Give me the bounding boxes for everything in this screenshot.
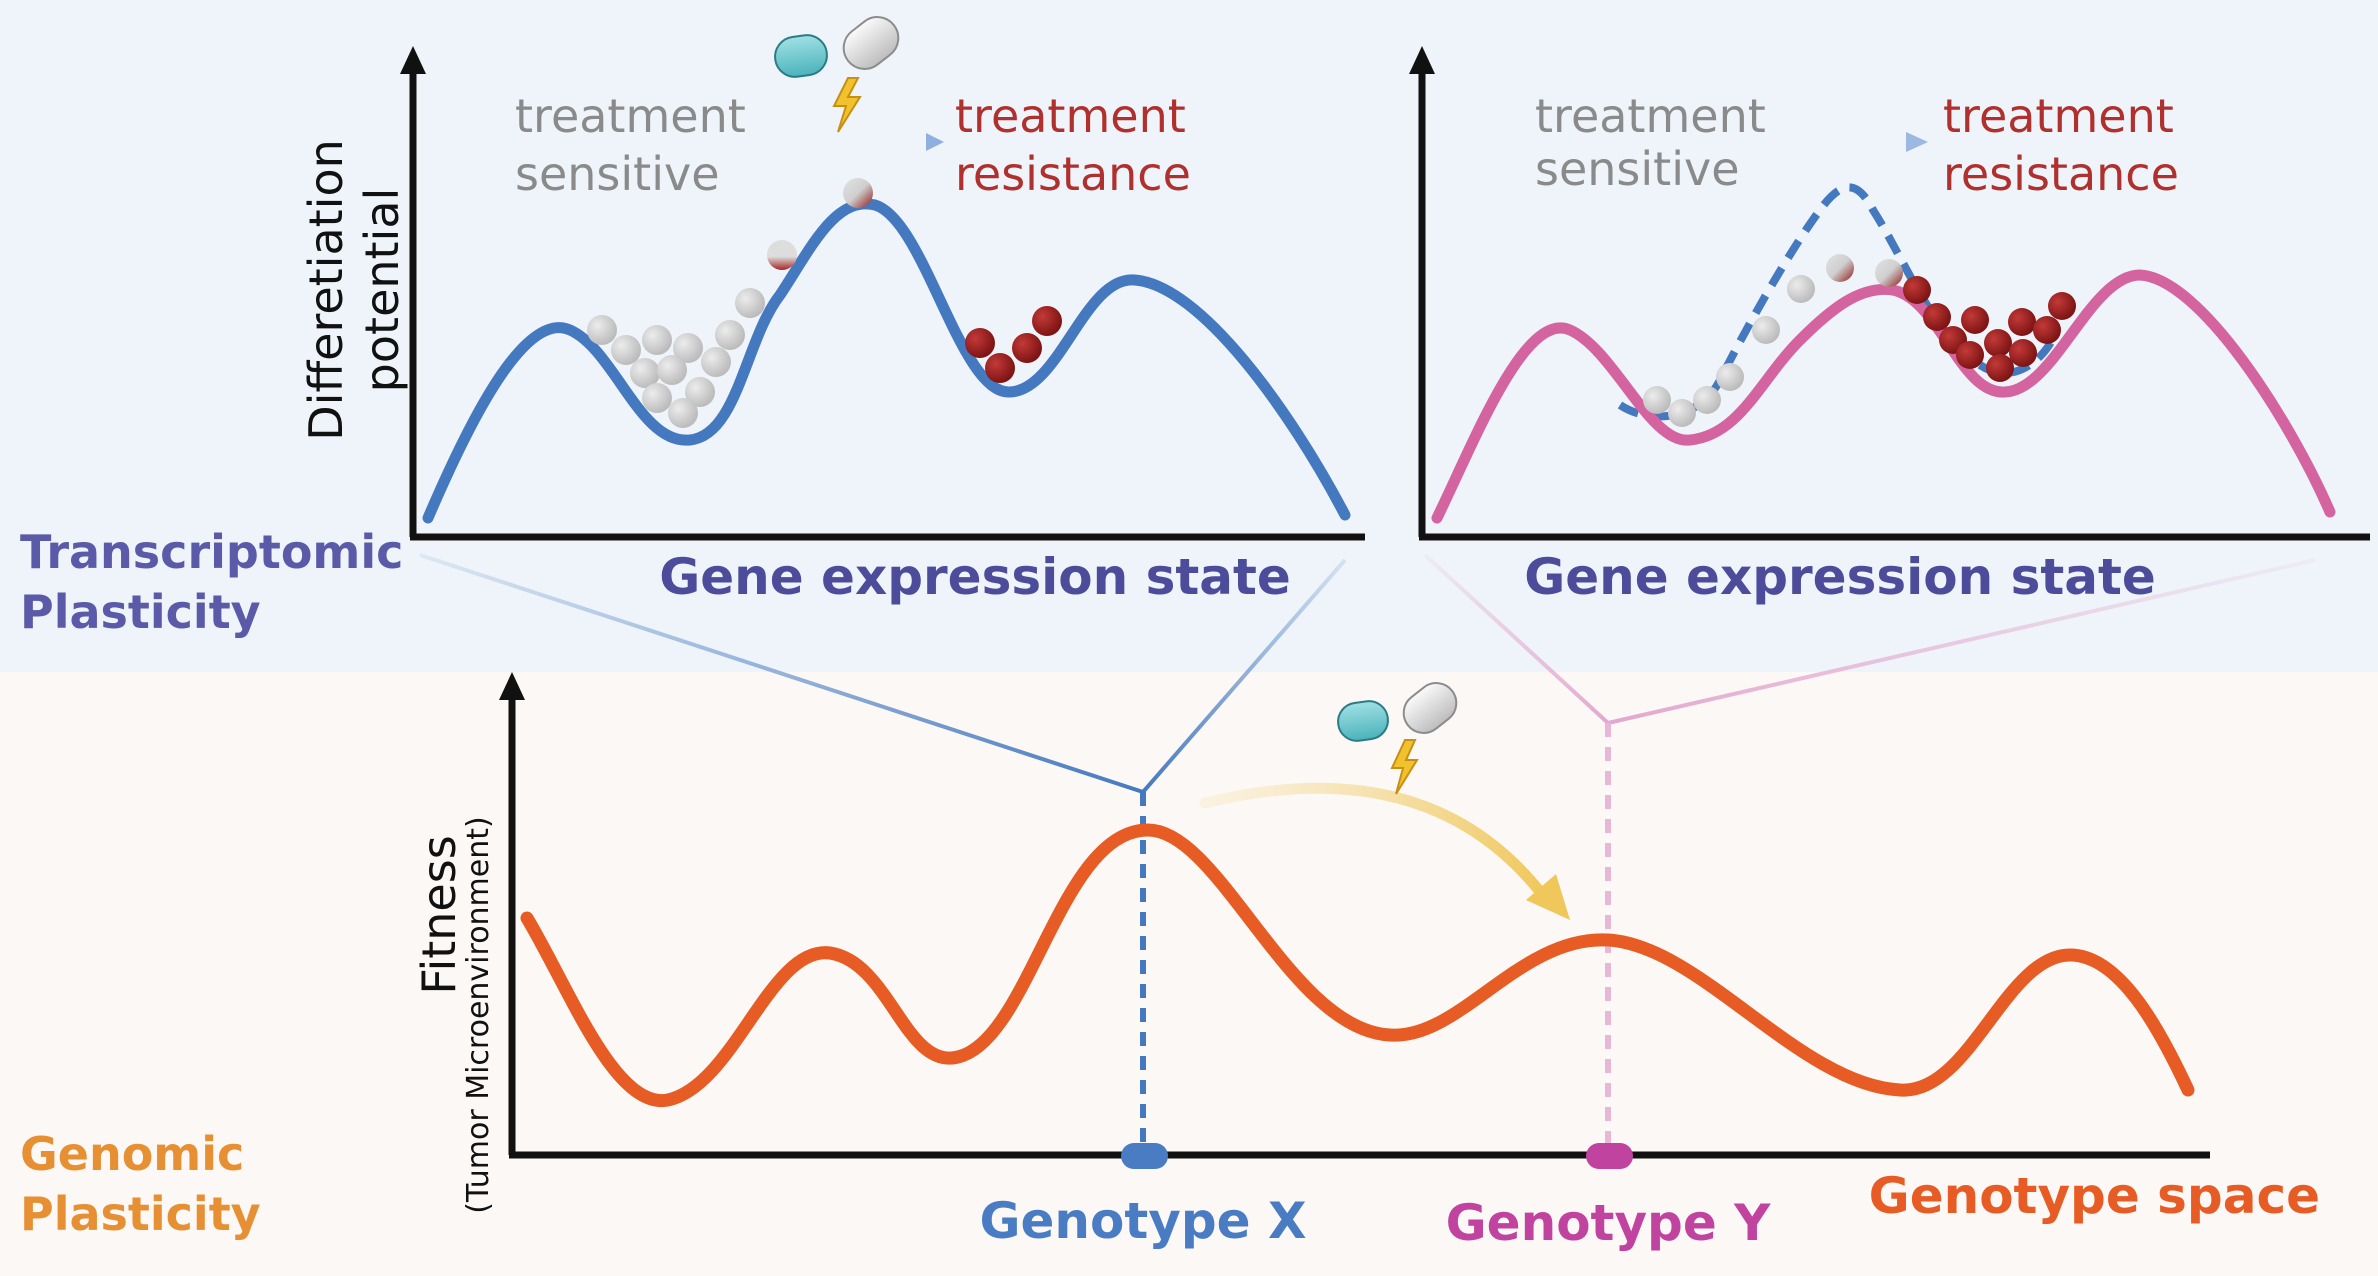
transcriptomic-label-2: Plasticity (20, 585, 261, 639)
right-x-axis-label: Gene expression state (1524, 548, 2156, 606)
genomic-label-2: Plasticity (20, 1187, 261, 1241)
left-resistance-label-2: resistance (955, 147, 1191, 201)
left-x-axis-label: Gene expression state (659, 548, 1291, 606)
transitioning-cell (1826, 254, 1854, 282)
right-resistance-label-2: resistance (1943, 147, 2179, 201)
right-resistance-label-1: treatment (1943, 89, 2174, 143)
left-resistant-cells (965, 306, 1062, 383)
right-panel-y-arrow (1409, 46, 1435, 74)
right-resistant-cells (1903, 276, 2076, 382)
blue-connector-left (419, 553, 1144, 794)
fitness-y-axis-sublabel: (Tumor Microenvironment) (461, 816, 496, 1213)
blue-connector-right (1141, 558, 1347, 794)
pink-connector-right (1607, 558, 2316, 725)
pill-icon (774, 16, 900, 133)
left-panel-y-arrow (400, 46, 426, 74)
right-landscape-panel: treatment sensitive treatment resistance… (1409, 46, 2370, 606)
genotype-transition-arrow (1199, 782, 1551, 904)
genotype-y-marker (1586, 1143, 1633, 1169)
fitness-y-arrow (499, 672, 525, 700)
genomic-background (0, 672, 2378, 1276)
right-sensitive-label-1: treatment (1535, 89, 1766, 143)
left-sensitive-label-2: sensitive (515, 147, 720, 201)
fitness-y-axis-label: Fitness (412, 835, 466, 994)
left-y-axis-label-2: potential (355, 188, 409, 393)
right-sensitive-label-2: sensitive (1535, 142, 1740, 196)
left-sensitive-cells (587, 288, 765, 428)
left-y-axis-label-1: Differetiation (299, 139, 353, 441)
pink-connector-left (1423, 553, 1610, 725)
right-transition-arrowhead (1906, 132, 1928, 152)
genotype-x-label: Genotype X (979, 1192, 1306, 1250)
pill-icon (1337, 682, 1458, 795)
left-resistance-label-1: treatment (955, 89, 1186, 143)
fitness-curve (520, 823, 2195, 1107)
transitioning-cell (1875, 259, 1903, 287)
left-sensitive-label-1: treatment (515, 89, 746, 143)
transitioning-cell (843, 178, 873, 208)
left-transition-arrowhead (926, 133, 944, 151)
genomic-label-1: Genomic (20, 1127, 244, 1181)
transitioning-cell (767, 240, 797, 270)
right-sensitive-cells (1643, 275, 1815, 427)
genotype-space-label: Genotype space (1869, 1167, 2320, 1225)
genotype-x-marker (1121, 1143, 1168, 1169)
transcriptomic-background (0, 0, 2378, 672)
connector-lines (419, 553, 2316, 794)
left-landscape-panel: treatment sensitive treatment resistance… (299, 16, 1365, 606)
genotype-y-label: Genotype Y (1446, 1194, 1772, 1252)
transcriptomic-label-1: Transcriptomic (20, 525, 403, 579)
left-landscape-curve (422, 198, 1351, 524)
right-landscape-curve (1431, 269, 2336, 524)
genotype-transition-arrowhead (1526, 874, 1570, 920)
fitness-landscape-panel: Fitness (Tumor Microenvironment) Genotyp… (412, 672, 2320, 1252)
